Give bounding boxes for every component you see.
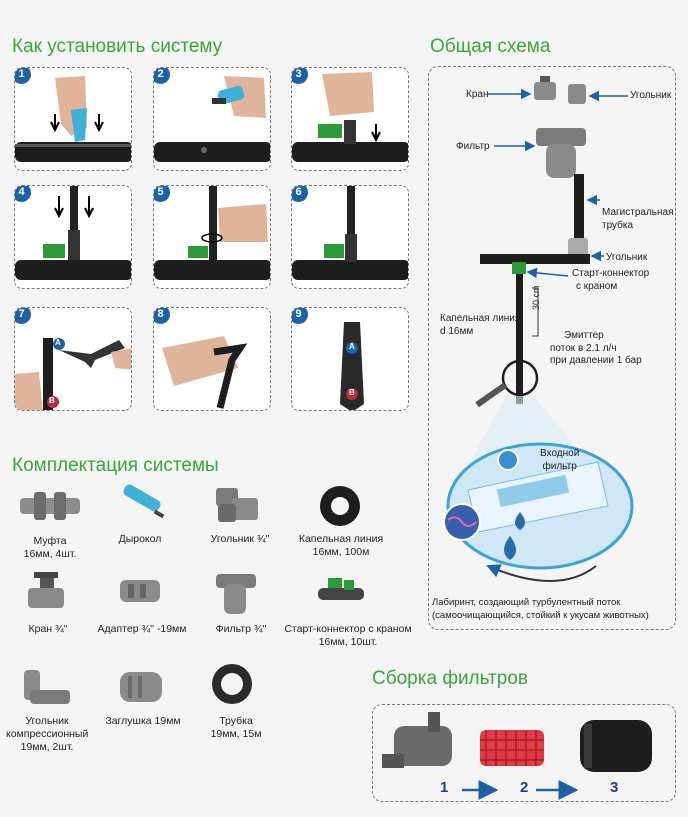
- step-6-badge: 6: [292, 186, 308, 202]
- step-6-panel: 6: [291, 185, 409, 289]
- marker-a: A: [55, 338, 61, 347]
- step-9-badge: 9: [292, 308, 308, 324]
- scheme-tap-label: Кран: [466, 89, 489, 100]
- scheme-diagram: [443, 76, 634, 582]
- filter-assembly-title: Сборка фильтров: [372, 668, 528, 689]
- install-title: Как установить систему: [12, 36, 223, 57]
- scheme-start-connector: [512, 262, 526, 274]
- kit-title: Комплектация системы: [12, 455, 219, 476]
- step-7-badge: 7: [15, 308, 31, 324]
- step-8-illustration: [162, 336, 248, 409]
- step-8-badge: 8: [154, 308, 170, 324]
- scheme-elbow-top-label: Угольник: [630, 90, 672, 101]
- filter-step-3: 3: [610, 779, 619, 796]
- start-connector-icon: [318, 578, 364, 600]
- step-5-panel: 5: [153, 185, 271, 289]
- step-1-panel: 1: [14, 67, 132, 171]
- kit-end-cap-label: Заглушка 19мм: [105, 715, 181, 727]
- step-6-illustration: [292, 186, 408, 280]
- step-2-illustration: [154, 76, 270, 162]
- step-2-panel: 2: [153, 67, 271, 171]
- kit-illustrations: [20, 484, 364, 704]
- step-5-illustration: [154, 186, 270, 280]
- step-8-panel: 8: [153, 307, 271, 411]
- scheme-labyrinth-label: Лабиринт, создающий турбулентный поток(с…: [432, 597, 649, 621]
- marker-b: B: [49, 396, 55, 405]
- step-7-illustration: [15, 338, 131, 410]
- compression-elbow-icon: [24, 670, 70, 704]
- end-cap-icon: [120, 672, 162, 702]
- step-3-panel: 3: [291, 67, 409, 171]
- scheme-elbow-top: [568, 84, 586, 104]
- step-9-illustration: [340, 322, 364, 410]
- scheme-filter-label: Фильтр: [456, 141, 490, 152]
- filter-assembly-frame: [372, 704, 676, 802]
- step-9-panel: 9 A B: [291, 307, 409, 411]
- scheme-tap: [534, 82, 556, 100]
- scheme-spacing-label: 30 cm: [531, 285, 541, 310]
- kit-valve-label: Кран ¾": [28, 623, 68, 635]
- kit-punch-label: Дырокол: [118, 533, 162, 545]
- hole-punch-icon: [123, 484, 165, 519]
- kit-filter-label: Фильтр ¾": [215, 623, 267, 635]
- scheme-magnifier: [501, 359, 539, 397]
- scheme-drip-line: [516, 274, 523, 404]
- adapter-icon: [120, 580, 160, 602]
- marker-b-2: B: [349, 388, 355, 397]
- step-1-badge: 1: [15, 68, 31, 84]
- drip-line-roll-icon: [320, 486, 360, 526]
- tube-roll-icon: [212, 664, 252, 704]
- kit-adapter-label: Адаптер ¾" -19мм: [97, 623, 187, 635]
- filter-housing-icon: [382, 712, 452, 768]
- valve-icon: [28, 572, 64, 608]
- step-7-panel: 7 A B: [14, 307, 132, 411]
- marker-a-2: A: [349, 342, 355, 351]
- filter-mesh-icon: [480, 730, 544, 766]
- scheme-main-pipe: [574, 174, 584, 254]
- step-4-badge: 4: [15, 186, 31, 202]
- step-1-illustration: [15, 76, 131, 162]
- kit-elbow-label: Угольник ¾": [210, 533, 270, 545]
- step-3-illustration: [292, 72, 408, 162]
- filter-step-1: 1: [440, 779, 449, 796]
- scheme-title: Общая схема: [430, 36, 551, 57]
- step-2-badge: 2: [154, 68, 170, 84]
- step-4-illustration: [15, 186, 131, 280]
- filter-icon: [216, 574, 256, 614]
- filter-cap-icon: [580, 720, 652, 772]
- step-3-badge: 3: [292, 68, 308, 84]
- elbow-icon: [216, 488, 258, 522]
- step-5-badge: 5: [154, 186, 170, 202]
- filter-assembly-diagram: [382, 712, 652, 800]
- coupling-icon: [20, 492, 80, 520]
- filter-step-2: 2: [520, 779, 529, 796]
- scheme-filter: [536, 128, 586, 146]
- scheme-frame: [428, 66, 676, 630]
- scheme-elbow-bottom-label: Угольник: [606, 252, 648, 263]
- step-4-panel: 4: [14, 185, 132, 289]
